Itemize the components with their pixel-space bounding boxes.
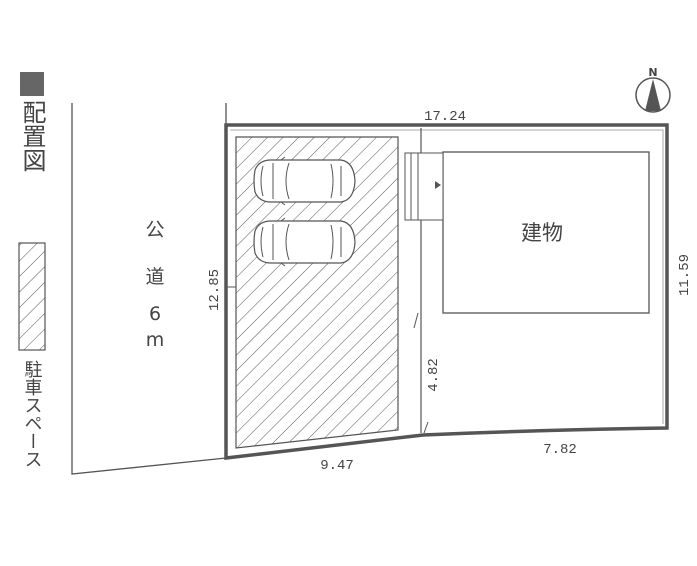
dimension-right: 11.59 <box>677 254 693 296</box>
legend-square <box>20 72 44 96</box>
legend-hatch-swatch <box>18 242 46 351</box>
dimension-middle: 4.82 <box>426 358 442 392</box>
car-2 <box>253 217 356 267</box>
dimension-tick-middle-top <box>413 312 419 329</box>
building <box>442 151 650 314</box>
public-road <box>71 103 227 475</box>
road-label-3: 6 <box>149 303 161 325</box>
dimension-bottom-left: 9.47 <box>320 458 354 474</box>
legend-title: 配置図 <box>18 100 46 172</box>
road-label-1: 公 <box>145 219 164 241</box>
legend-title-text: 配置図 <box>18 100 46 172</box>
car-1 <box>253 156 356 206</box>
parking-area <box>235 136 399 449</box>
legend-parking-label: 駐車スペース <box>22 360 43 468</box>
lot-boundary <box>224 123 669 460</box>
legend-parking-label-text: 駐車スペース <box>22 360 43 468</box>
dimension-bottom-right: 7.82 <box>543 442 577 458</box>
road-label-2: 道 <box>145 266 164 288</box>
dimension-tick-middle-bottom <box>423 421 429 434</box>
lot-inner-line <box>230 129 664 424</box>
road-edge-line <box>71 103 227 475</box>
road-label-4: m <box>146 329 165 351</box>
entrance-marker-icon <box>435 181 441 189</box>
north-label: N <box>648 66 657 79</box>
north-arrow-pointer-icon <box>645 79 661 111</box>
dimension-left: 12.85 <box>207 269 223 311</box>
dimension-top: 17.24 <box>424 109 466 125</box>
building-label: 建物 <box>521 221 563 245</box>
